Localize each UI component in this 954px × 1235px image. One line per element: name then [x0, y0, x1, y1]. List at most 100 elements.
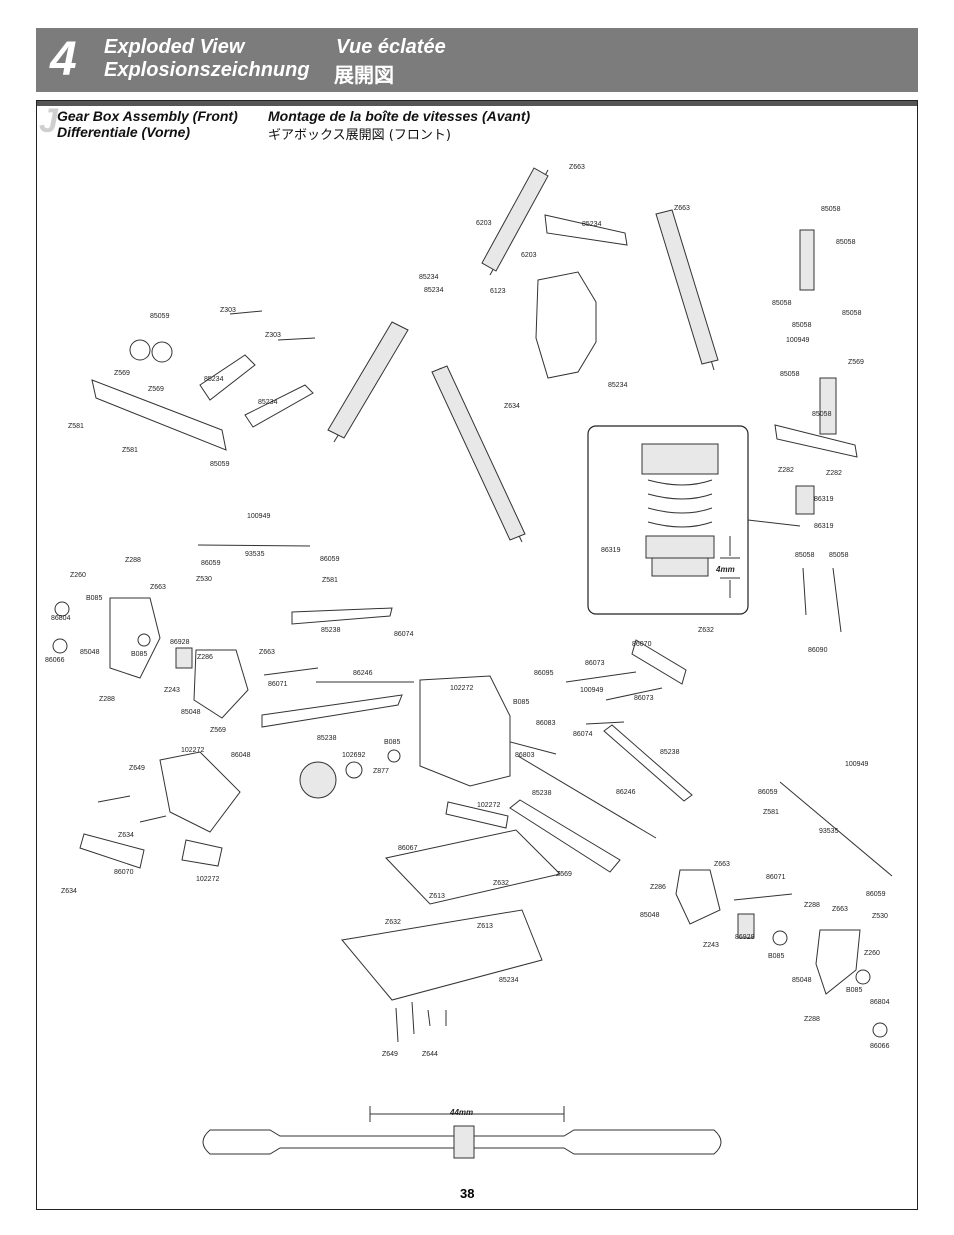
- part-label: Z663: [259, 649, 275, 656]
- part-label: Z288: [804, 1016, 820, 1023]
- part-label: 86073: [585, 660, 605, 667]
- title-de: Explosionszeichnung: [104, 59, 310, 81]
- part-label: Z530: [196, 576, 212, 583]
- part-label: 85048: [792, 977, 812, 984]
- part-label: Z877: [373, 768, 389, 775]
- part-label: Z260: [864, 950, 880, 957]
- shock-tower: [535, 271, 597, 379]
- part-label: 86803: [515, 752, 535, 759]
- shaft: [832, 567, 842, 633]
- part-label: Z634: [504, 403, 520, 410]
- diagram-frame: J: [36, 100, 918, 1210]
- part-label: 86066: [870, 1043, 890, 1050]
- bearing: [137, 633, 151, 647]
- part-label: 85234: [499, 977, 519, 984]
- turnbuckle: [197, 544, 311, 547]
- part-label: 85238: [532, 790, 552, 797]
- inset-threaded-body: [651, 557, 709, 577]
- part-label: 100949: [247, 513, 271, 520]
- part-label: Z613: [429, 893, 445, 900]
- part-label: Z581: [763, 809, 779, 816]
- section-title-de: Differentiale (Vorne): [57, 124, 191, 140]
- part-label: Z243: [164, 687, 180, 694]
- part-label: 86074: [394, 631, 414, 638]
- turnbuckle-hex: [453, 1125, 475, 1159]
- pin: [585, 721, 625, 725]
- part-label: Z632: [385, 919, 401, 926]
- step-number: 4: [50, 33, 77, 86]
- part-label: B085: [846, 987, 863, 994]
- part-label: Z663: [714, 861, 730, 868]
- bottom-dimension: 44mm: [450, 1108, 474, 1117]
- title-jp: 展開図: [334, 63, 394, 87]
- part-label: Z634: [61, 888, 77, 895]
- section-title-jp: ギアボックス展開図 (フロント): [268, 128, 451, 143]
- link-plate: [79, 833, 145, 869]
- pin: [263, 667, 319, 676]
- part-label: 86090: [808, 647, 828, 654]
- steering-link: [244, 384, 314, 428]
- part-label: 85058: [780, 371, 800, 378]
- skid-plate: [341, 909, 543, 1001]
- part-label: 85234: [258, 399, 278, 406]
- part-label: 100949: [580, 687, 604, 694]
- part-label: 85058: [795, 552, 815, 559]
- part-label: Z569: [148, 386, 164, 393]
- shaft: [802, 567, 807, 616]
- part-label: 85234: [419, 274, 439, 281]
- part-label: Z632: [493, 880, 509, 887]
- part-label: Z282: [826, 470, 842, 477]
- steering-knuckle: [109, 597, 161, 679]
- pin: [565, 671, 637, 683]
- part-label: 86071: [268, 681, 288, 688]
- bracket: [181, 839, 223, 867]
- screw: [139, 815, 167, 823]
- part-label: Z288: [804, 902, 820, 909]
- shock-absorber: [327, 167, 719, 543]
- part-label: 85048: [80, 649, 100, 656]
- lower-arm: [261, 694, 403, 728]
- part-label: Z569: [114, 370, 130, 377]
- part-label: Z663: [832, 906, 848, 913]
- part-label: 100949: [845, 761, 869, 768]
- part-label: 86928: [735, 934, 755, 941]
- part-label: 102272: [196, 876, 220, 883]
- part-label: Z613: [477, 923, 493, 930]
- steering-knuckle: [815, 929, 861, 995]
- part-label: 85234: [204, 376, 224, 383]
- pin: [605, 687, 663, 701]
- axle: [737, 913, 755, 939]
- bearing: [772, 930, 788, 946]
- lower-arm: [509, 799, 621, 873]
- part-label: 86048: [231, 752, 251, 759]
- turnbuckle: [779, 781, 893, 877]
- part-label: 85238: [317, 735, 337, 742]
- part-label: 86073: [634, 695, 654, 702]
- part-label: 100949: [786, 337, 810, 344]
- part-label: 86095: [534, 670, 554, 677]
- part-label: 102692: [342, 752, 366, 759]
- page-number: 38: [460, 1186, 475, 1201]
- part-label: Z644: [422, 1051, 438, 1058]
- part-label: 93535: [819, 828, 839, 835]
- screw: [229, 310, 263, 315]
- part-label: 102272: [450, 685, 474, 692]
- inset-dimension: 4mm: [716, 565, 735, 574]
- part-label: 86059: [866, 891, 886, 898]
- bushing: [151, 341, 173, 363]
- section-title-fr: Montage de la boîte de vitesses (Avant): [268, 108, 531, 124]
- screw: [395, 1007, 399, 1043]
- part-label: Z530: [872, 913, 888, 920]
- part-label: Z634: [118, 832, 134, 839]
- part-label: 85059: [150, 313, 170, 320]
- part-label: 85058: [829, 552, 849, 559]
- part-label: 86074: [573, 731, 593, 738]
- lower-arm: [291, 607, 393, 625]
- shock-body: [819, 377, 837, 435]
- part-label: 86083: [536, 720, 556, 727]
- part-label: 86804: [51, 615, 71, 622]
- bearing: [387, 749, 401, 763]
- part-label: B085: [768, 953, 785, 960]
- hub-carrier: [193, 649, 249, 719]
